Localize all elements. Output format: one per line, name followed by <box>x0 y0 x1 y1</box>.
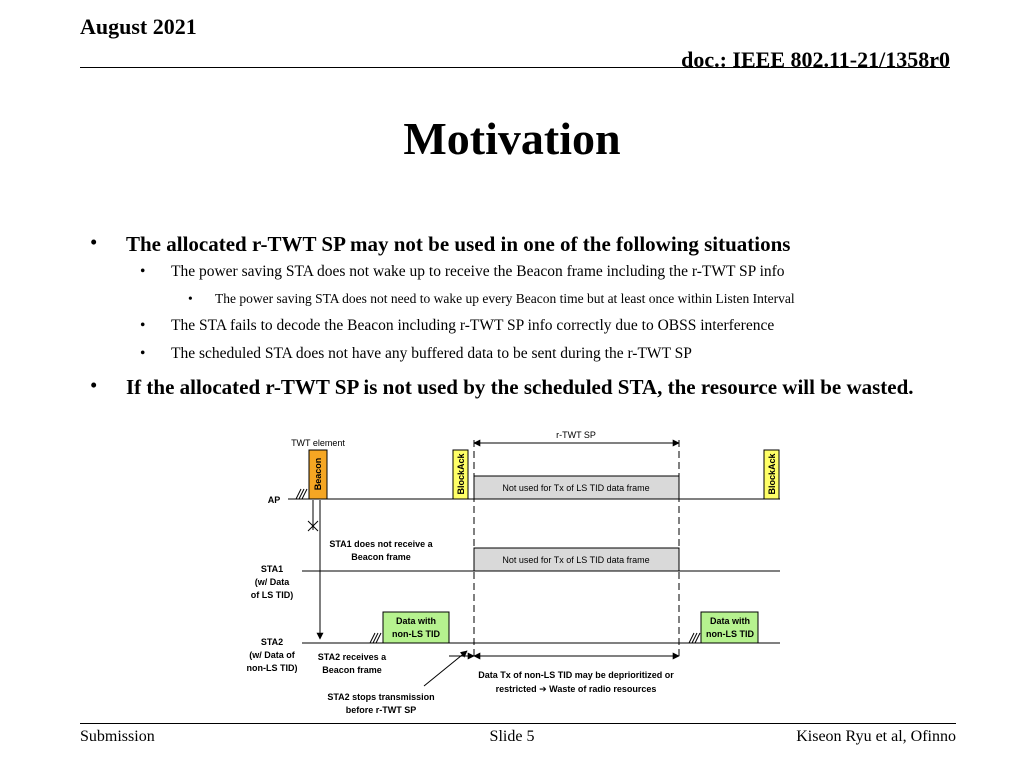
blockack-label-1: BlockAck <box>456 453 466 495</box>
bullet-2-text: If the allocated r-TWT SP is not used by… <box>126 375 914 399</box>
sta2-hatch-left <box>369 632 382 644</box>
sta2-hatch-right <box>688 632 701 644</box>
header-divider <box>80 67 950 68</box>
bullet-1-2-text: The STA fails to decode the Beacon inclu… <box>171 317 775 334</box>
bullet-1-text: The allocated r-TWT SP may not be used i… <box>126 232 791 256</box>
sta1-not-receive-line2: Beacon frame <box>351 552 411 562</box>
sta2-label-line1: STA2 <box>261 637 283 647</box>
not-used-box-ap <box>473 475 680 500</box>
blockack-frame-2 <box>763 449 780 500</box>
sta2-receives-line1: STA2 receives a <box>318 652 387 662</box>
data-nonls-2-line2: non-LS TID <box>706 629 754 639</box>
rtwt-sp-label: r-TWT SP <box>556 430 596 440</box>
deprioritized-line1: Data Tx of non-LS TID may be deprioritiz… <box>478 670 674 680</box>
blockack-frame-1 <box>452 449 469 500</box>
beacon-frame <box>308 449 328 500</box>
sta2-stops-line2: before r-TWT SP <box>346 705 417 715</box>
sta2-stop-pointer <box>423 650 468 687</box>
footer-submission: Submission <box>80 728 155 745</box>
beacon-label: Beacon <box>313 458 323 491</box>
ap-hatch <box>295 488 308 500</box>
bullet-1-1-text: The power saving STA does not wake up to… <box>171 263 785 280</box>
deprioritized-line2: restricted ➔ Waste of radio resources <box>496 684 657 694</box>
not-used-label-sta1: Not used for Tx of LS TID data frame <box>502 555 649 565</box>
sta2-label-line2: (w/ Data of <box>249 650 296 660</box>
data-nonls-box-2 <box>700 611 759 644</box>
blockack-label-2: BlockAck <box>767 453 777 495</box>
bullet-1-3-text: The scheduled STA does not have any buff… <box>171 345 692 362</box>
footer-author: Kiseon Ryu et al, Ofinno <box>796 728 956 745</box>
data-nonls-2-line1: Data with <box>710 616 750 626</box>
sta2-receives-line2: Beacon frame <box>322 665 382 675</box>
sta1-label-line3: of LS TID) <box>251 590 294 600</box>
sta2-stops-line1: STA2 stops transmission <box>327 692 434 702</box>
footer-divider <box>80 723 956 724</box>
data-nonls-1-line1: Data with <box>396 616 436 626</box>
bullet-1-1-1-text: The power saving STA does not need to wa… <box>215 291 795 306</box>
header-date: August 2021 <box>80 14 197 39</box>
sta1-label-line2: (w/ Data <box>255 577 291 587</box>
twt-element-label: TWT element <box>291 438 345 448</box>
sta1-label-line1: STA1 <box>261 564 283 574</box>
beacon-blocked-x-icon <box>307 520 319 532</box>
not-used-box-sta1 <box>473 547 680 572</box>
slide-title: Motivation <box>403 113 621 164</box>
not-used-label-ap: Not used for Tx of LS TID data frame <box>502 483 649 493</box>
data-nonls-1-line2: non-LS TID <box>392 629 440 639</box>
ap-label: AP <box>268 495 281 505</box>
data-nonls-box-1 <box>382 611 450 644</box>
sta2-label-line3: non-LS TID) <box>247 663 298 673</box>
sta1-not-receive-line1: STA1 does not receive a <box>329 539 433 549</box>
footer-slide-number: Slide 5 <box>489 728 535 745</box>
